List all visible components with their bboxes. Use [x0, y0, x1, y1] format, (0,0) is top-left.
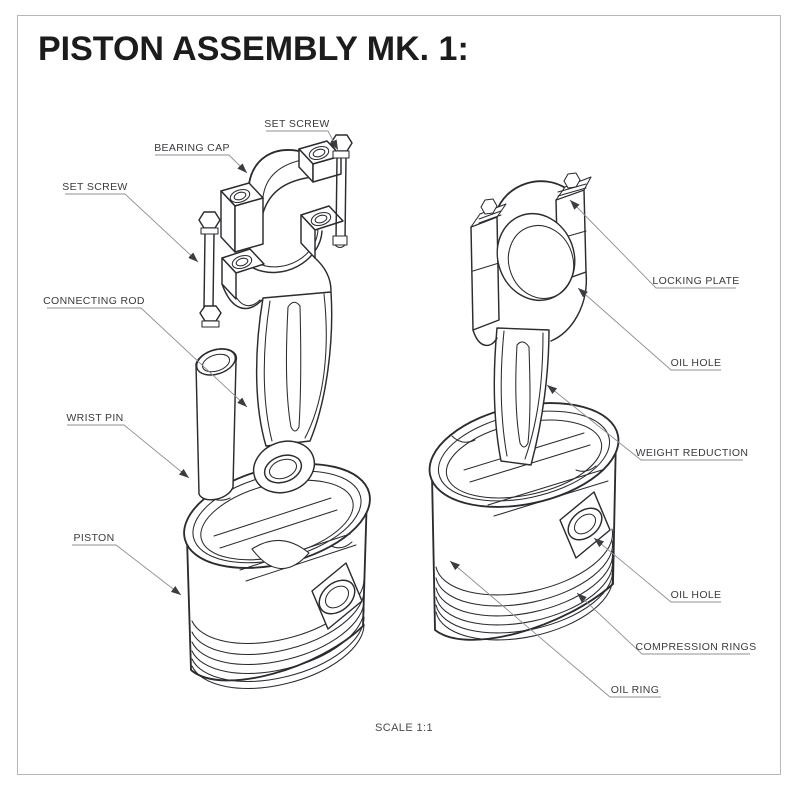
leader-compression-rings — [576, 592, 750, 655]
pin-boss-left — [311, 562, 363, 630]
callout-oil-hole-lower: OIL HOLE — [671, 589, 722, 601]
wrist-pin-part — [195, 348, 238, 501]
callout-oil-ring: OIL RING — [611, 684, 660, 696]
rod-small-end-left — [252, 440, 316, 494]
leader-set-screw-left — [65, 193, 199, 263]
set-screw-left-part — [198, 211, 222, 328]
leader-weight-reduction — [546, 384, 743, 461]
left-assembly-exploded — [183, 134, 371, 689]
leader-oil-ring — [449, 560, 661, 698]
leader-oil-hole-upper — [577, 287, 721, 371]
connecting-rod-left — [221, 205, 344, 494]
callout-wrist-pin: WRIST PIN — [66, 412, 123, 424]
page-title: PISTON ASSEMBLY MK. 1: — [38, 30, 469, 68]
pin-boss-right — [559, 491, 611, 559]
bearing-cap-part — [220, 140, 342, 253]
leader-oil-hole-lower — [593, 537, 721, 603]
callout-labels: SET SCREW BEARING CAP SET SCREW CONNECTI… — [43, 118, 756, 696]
right-assembly-assembled — [428, 172, 620, 641]
callout-piston: PISTON — [74, 532, 115, 544]
set-screw-right-part — [330, 134, 353, 249]
leader-set-screw-top — [266, 130, 339, 151]
leader-connecting-rod — [47, 307, 248, 408]
scale-note: SCALE 1:1 — [375, 722, 433, 734]
leader-bearing-cap — [155, 154, 248, 174]
piston-left — [183, 463, 371, 689]
connecting-rod-right — [470, 172, 592, 466]
callout-locking-plate: LOCKING PLATE — [652, 275, 739, 287]
leader-locking-plate — [569, 199, 736, 289]
leader-lines — [47, 130, 750, 698]
leader-piston — [72, 544, 182, 596]
callout-set-screw-top: SET SCREW — [264, 118, 329, 130]
leader-wrist-pin — [67, 424, 190, 479]
callout-oil-hole-upper: OIL HOLE — [671, 357, 722, 369]
callout-connecting-rod: CONNECTING ROD — [43, 295, 145, 307]
callout-compression-rings: COMPRESSION RINGS — [636, 641, 757, 653]
sheet-border — [17, 15, 781, 775]
callout-set-screw-left: SET SCREW — [62, 181, 127, 193]
callout-weight-reduction: WEIGHT REDUCTION — [636, 447, 749, 459]
callout-bearing-cap: BEARING CAP — [154, 142, 230, 154]
